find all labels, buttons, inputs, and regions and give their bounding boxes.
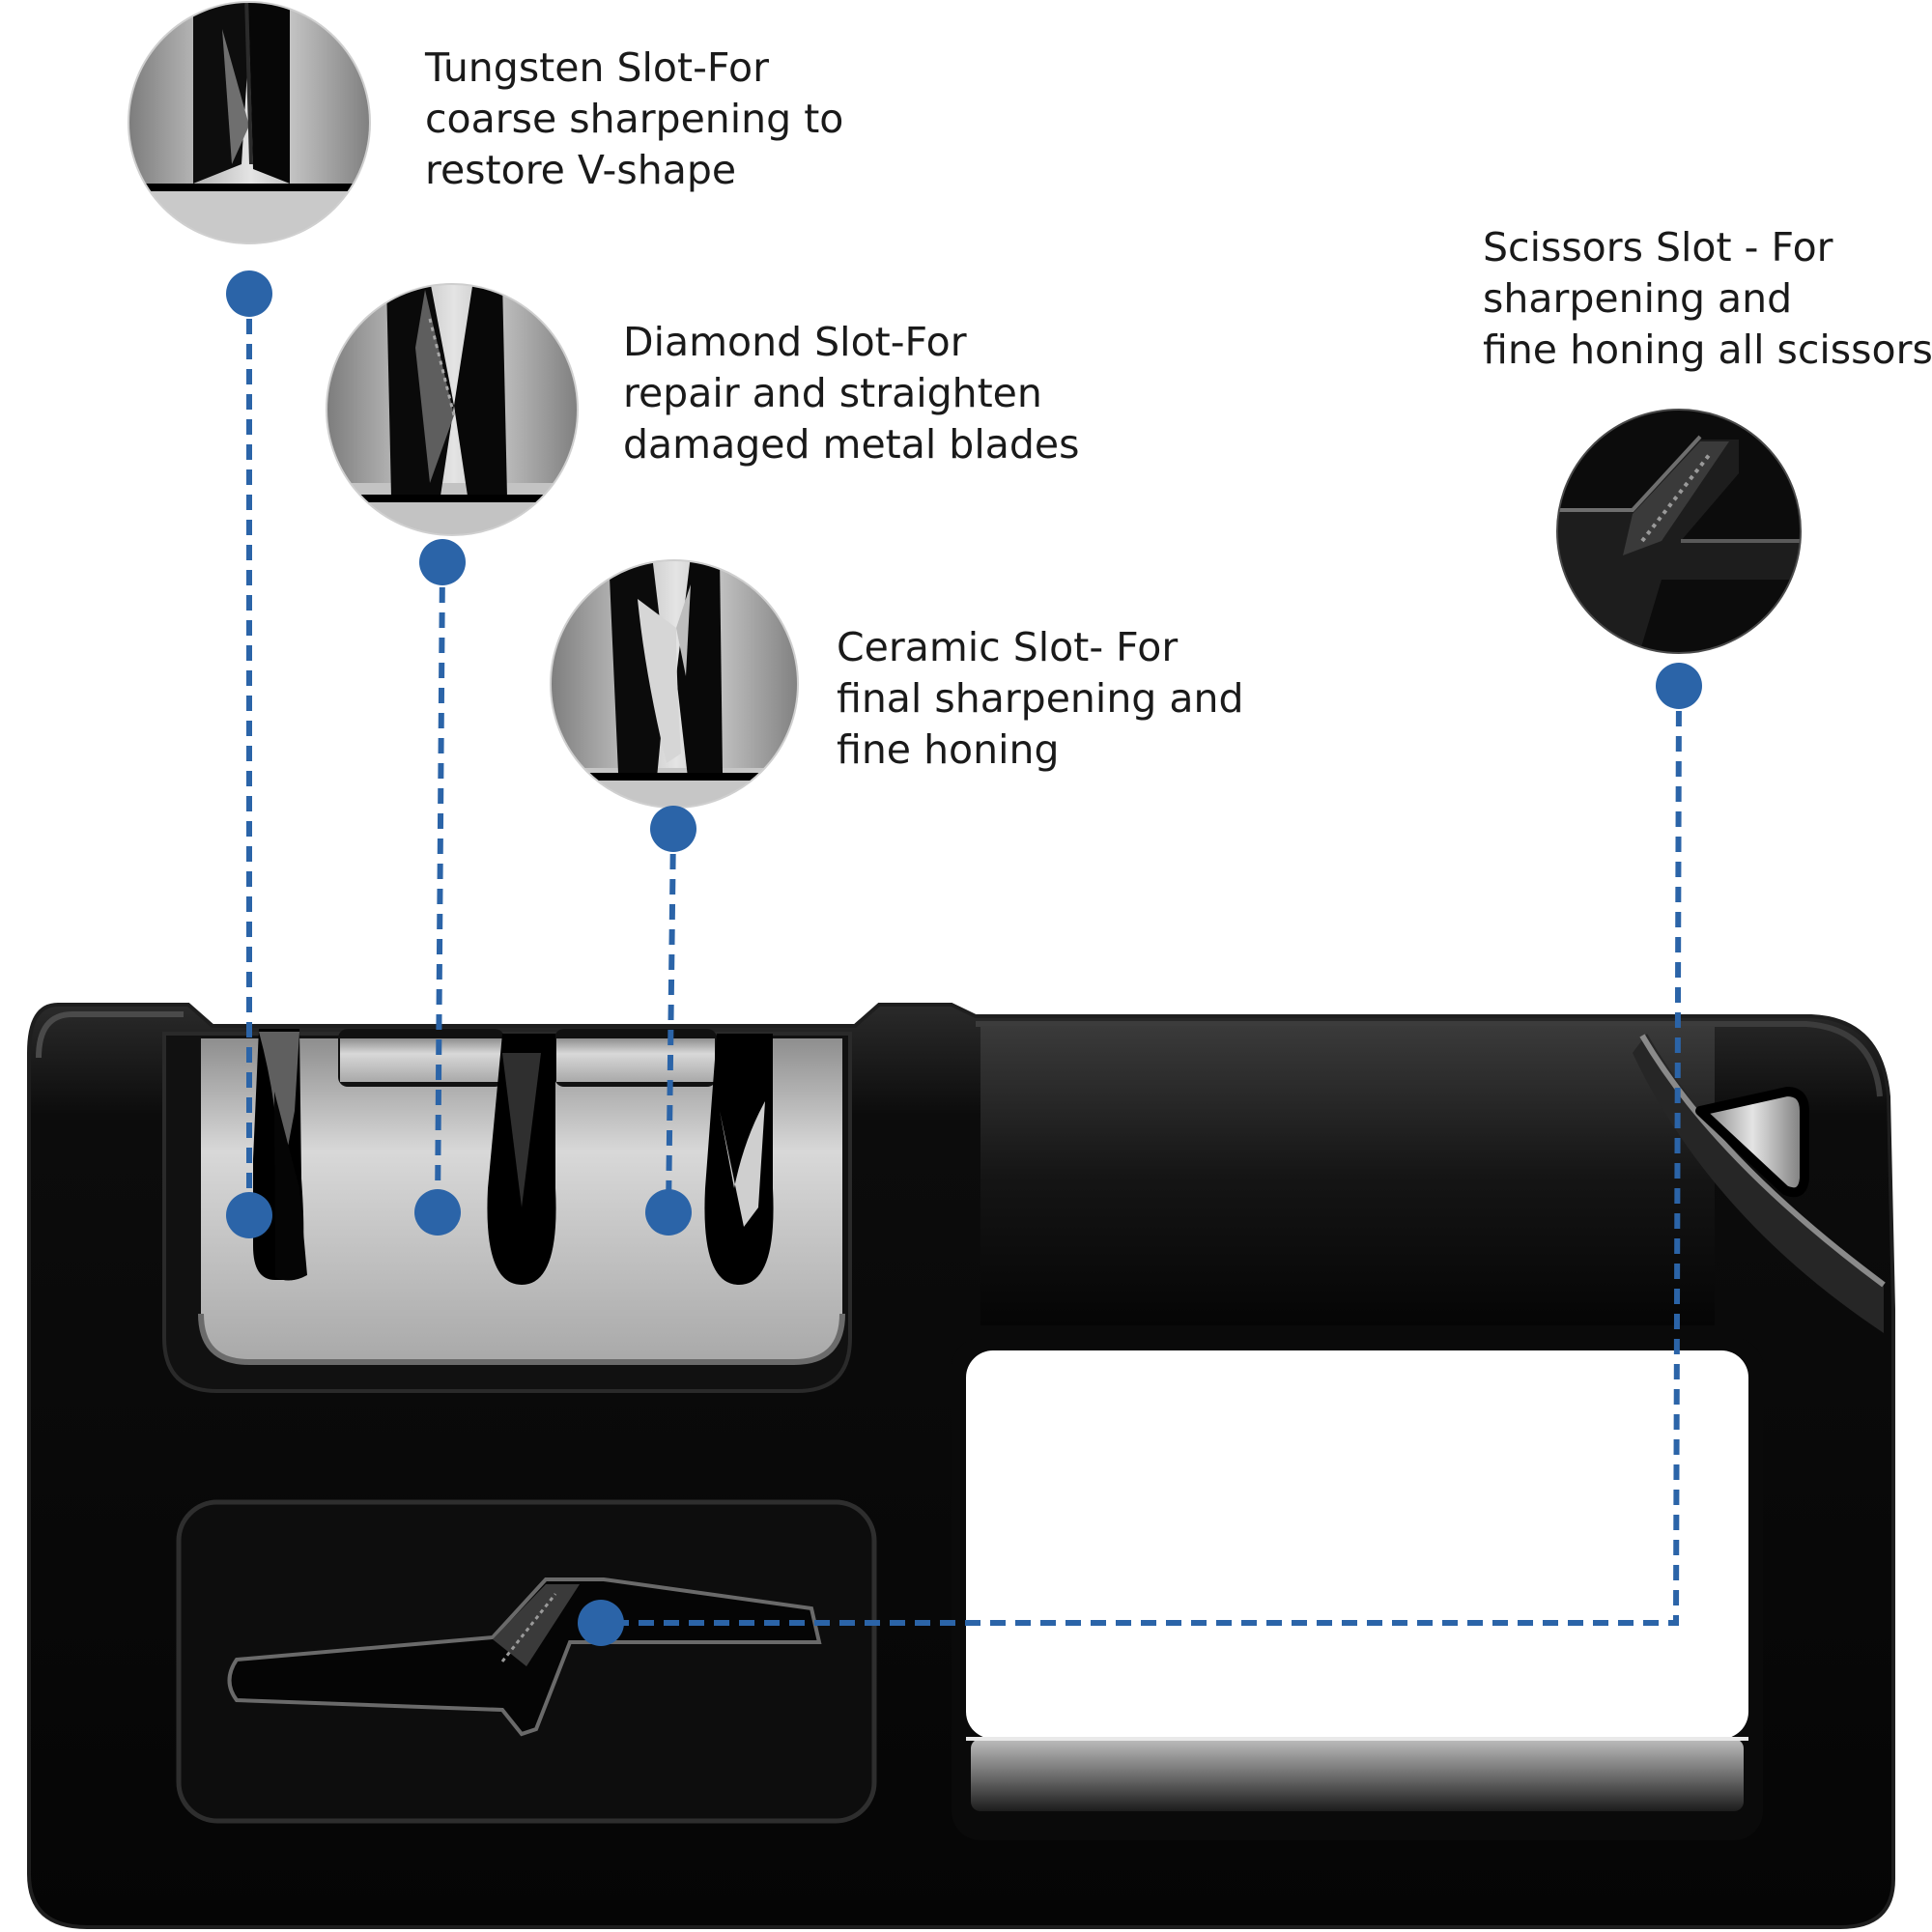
tungsten-label-line-1: Tungsten Slot-For	[425, 44, 769, 91]
ceramic-leader-line	[666, 828, 676, 1213]
ceramic-slot-label: Ceramic Slot- For final sharpening and f…	[837, 622, 1244, 776]
scissors-slot-marker	[578, 1600, 624, 1646]
knife-slot-plate	[162, 1029, 852, 1393]
scissors-slot-label: Scissors Slot - For sharpening and fine …	[1483, 222, 1932, 376]
diamond-leader-line	[435, 561, 445, 1213]
ceramic-top-marker	[650, 806, 696, 852]
scissors-label-line-1: Scissors Slot - For	[1483, 224, 1833, 270]
handle-bar	[980, 1026, 1886, 1333]
ceramic-zoom-circle	[550, 559, 799, 809]
handle-opening	[952, 1338, 1763, 1840]
scissors-label-line-3: fine honing all scissors	[1483, 327, 1932, 373]
ceramic-label-line-3: fine honing	[837, 726, 1060, 773]
ceramic-slot-marker	[645, 1189, 692, 1236]
scissors-leader-line	[601, 685, 1682, 1626]
scissors-label-line-2: sharpening and	[1483, 275, 1793, 322]
diamond-label-line-3: damaged metal blades	[623, 421, 1080, 468]
diamond-zoom-circle	[326, 283, 579, 536]
scissors-zoom-circle	[1556, 409, 1802, 654]
ceramic-slot[interactable]	[704, 1034, 774, 1285]
scissors-slot-recess	[176, 1499, 877, 1824]
diamond-slot-marker	[414, 1189, 461, 1236]
tungsten-slot-label: Tungsten Slot-For coarse sharpening to r…	[425, 43, 843, 196]
tungsten-slot-marker	[226, 1192, 272, 1238]
diamond-top-marker	[419, 539, 466, 585]
tungsten-label-line-2: coarse sharpening to	[425, 96, 844, 142]
ceramic-label-line-2: final sharpening and	[837, 675, 1244, 722]
ceramic-label-line-1: Ceramic Slot- For	[837, 624, 1179, 670]
leader-lines	[226, 270, 1702, 1646]
diamond-label-line-1: Diamond Slot-For	[623, 319, 967, 365]
tungsten-zoom-circle	[128, 1, 371, 244]
diamond-slot-label: Diamond Slot-For repair and straighten d…	[623, 317, 1079, 470]
tungsten-label-line-3: restore V-shape	[425, 147, 737, 193]
scissors-top-marker	[1656, 663, 1702, 709]
tungsten-top-marker	[226, 270, 272, 317]
diamond-label-line-2: repair and straighten	[623, 370, 1042, 416]
